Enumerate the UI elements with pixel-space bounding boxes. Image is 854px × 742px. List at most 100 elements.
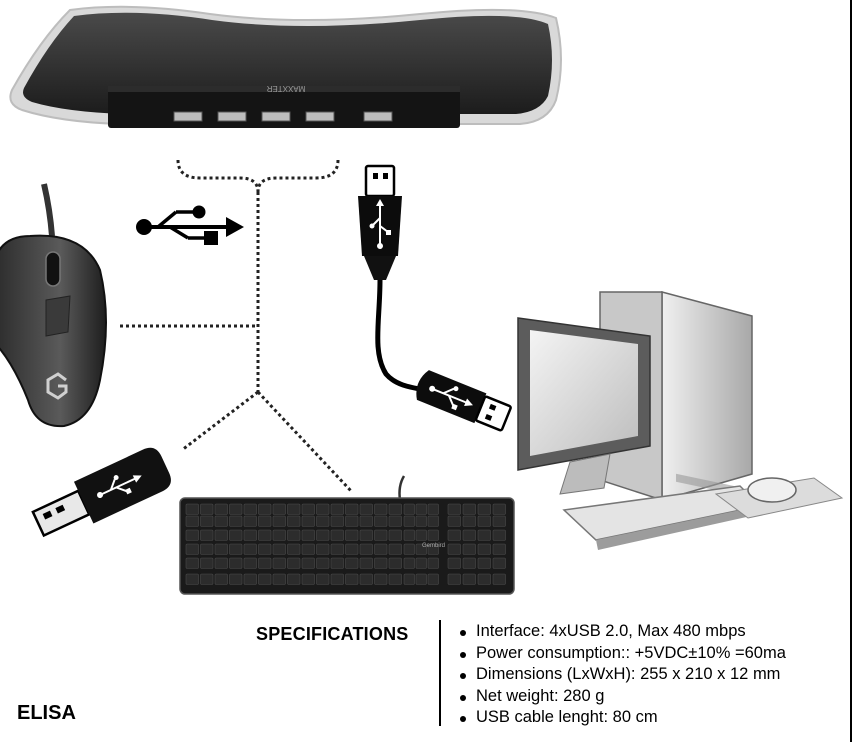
keyboard-key — [229, 543, 243, 555]
page-right-border — [850, 0, 852, 742]
keyboard-key — [243, 573, 257, 585]
keyboard-key — [214, 557, 228, 569]
keyboard-key — [200, 529, 214, 541]
spec-item: Interface: 4xUSB 2.0, Max 480 mbps — [456, 621, 786, 643]
keyboard-key — [374, 529, 388, 541]
keyboard-key — [345, 557, 359, 569]
keyboard-key — [492, 557, 506, 569]
keyboard-key — [415, 573, 427, 585]
keyboard-key — [272, 573, 286, 585]
keyboard-key — [258, 557, 272, 569]
keyboard-key — [316, 515, 330, 527]
usb-symbol-icon — [136, 205, 244, 245]
keyboard-key — [330, 529, 344, 541]
specifications-title: SPECIFICATIONS — [256, 624, 409, 644]
keyboard-key — [287, 529, 301, 541]
keyboard-key — [388, 515, 402, 527]
keyboard-key — [403, 529, 415, 541]
keyboard-key — [374, 503, 388, 515]
keyboard-key — [214, 515, 228, 527]
keyboard-key — [427, 529, 439, 541]
keyboard-logo: Gembird — [422, 543, 445, 549]
keyboard-key — [388, 503, 402, 515]
keyboard-key — [316, 503, 330, 515]
keyboard-key — [359, 515, 373, 527]
keyboard-key — [462, 557, 476, 569]
keyboard-key — [301, 573, 315, 585]
keyboard-key — [345, 503, 359, 515]
keyboard-key — [477, 515, 491, 527]
keyboard-key — [214, 503, 228, 515]
keyboard-key — [403, 573, 415, 585]
keyboard-key — [301, 515, 315, 527]
keyboard-key — [374, 515, 388, 527]
keyboard-key — [462, 515, 476, 527]
spec-item: Power consumption:: +5VDC±10% =60ma — [456, 643, 786, 665]
keyboard-key — [214, 543, 228, 555]
keyboard-key — [243, 543, 257, 555]
keyboard-key — [427, 503, 439, 515]
keyboard-key — [316, 529, 330, 541]
keyboard-key — [200, 503, 214, 515]
keyboard-key — [287, 503, 301, 515]
keyboard-key — [200, 543, 214, 555]
keyboard-key — [214, 573, 228, 585]
keyboard-key — [272, 529, 286, 541]
spec-item: USB cable lenght: 80 cm — [456, 707, 786, 729]
keyboard-key — [243, 515, 257, 527]
keyboard-key — [287, 557, 301, 569]
keyboard-key — [415, 557, 427, 569]
keyboard-key — [462, 573, 476, 585]
brand-label: ELISA — [17, 702, 76, 724]
keyboard-key — [477, 543, 491, 555]
keyboard-key — [388, 573, 402, 585]
keyboard-key — [258, 503, 272, 515]
keyboard-key — [258, 515, 272, 527]
keyboard-key — [477, 557, 491, 569]
keyboard-key — [477, 503, 491, 515]
keyboard-key — [330, 557, 344, 569]
keyboard-key — [229, 503, 243, 515]
keyboard-key — [427, 515, 439, 527]
keyboard-key — [345, 515, 359, 527]
keyboard-key — [388, 543, 402, 555]
keyboard-key — [415, 515, 427, 527]
keyboard-key — [301, 543, 315, 555]
keyboard-key — [185, 503, 199, 515]
keyboard-key — [229, 529, 243, 541]
keyboard-key — [492, 573, 506, 585]
keyboard-key — [427, 573, 439, 585]
keyboard-key — [403, 543, 415, 555]
keyboard-key — [427, 557, 439, 569]
keyboard-key — [229, 557, 243, 569]
keyboard-key — [258, 543, 272, 555]
keyboard-key — [229, 573, 243, 585]
keyboard-key — [287, 543, 301, 555]
keyboard-key — [272, 515, 286, 527]
keyboard-key — [287, 515, 301, 527]
product-illustration: MAXXTER — [0, 5, 844, 595]
keyboard-key — [462, 529, 476, 541]
keyboard-key — [359, 503, 373, 515]
keyboard-key — [200, 515, 214, 527]
pad-logo: MAXXTER — [266, 84, 305, 93]
keyboard-key — [477, 529, 491, 541]
keyboard-key — [316, 543, 330, 555]
keyboard-key — [316, 573, 330, 585]
keyboard-key — [359, 557, 373, 569]
keyboard-key — [403, 503, 415, 515]
keyboard-key — [447, 529, 461, 541]
keyboard-key — [316, 557, 330, 569]
keyboard-key — [462, 543, 476, 555]
keyboard-key — [447, 515, 461, 527]
keyboard-key — [272, 503, 286, 515]
keyboard-key — [185, 543, 199, 555]
keyboard-key — [258, 529, 272, 541]
spec-item: Net weight: 280 g — [456, 686, 786, 708]
keyboard-key — [447, 573, 461, 585]
keyboard-key — [185, 515, 199, 527]
keyboard: Gembird — [179, 475, 515, 595]
spec-item: Dimensions (LxWxH): 255 x 210 x 12 mm — [456, 664, 786, 686]
keyboard-key — [415, 503, 427, 515]
keyboard-key — [301, 557, 315, 569]
